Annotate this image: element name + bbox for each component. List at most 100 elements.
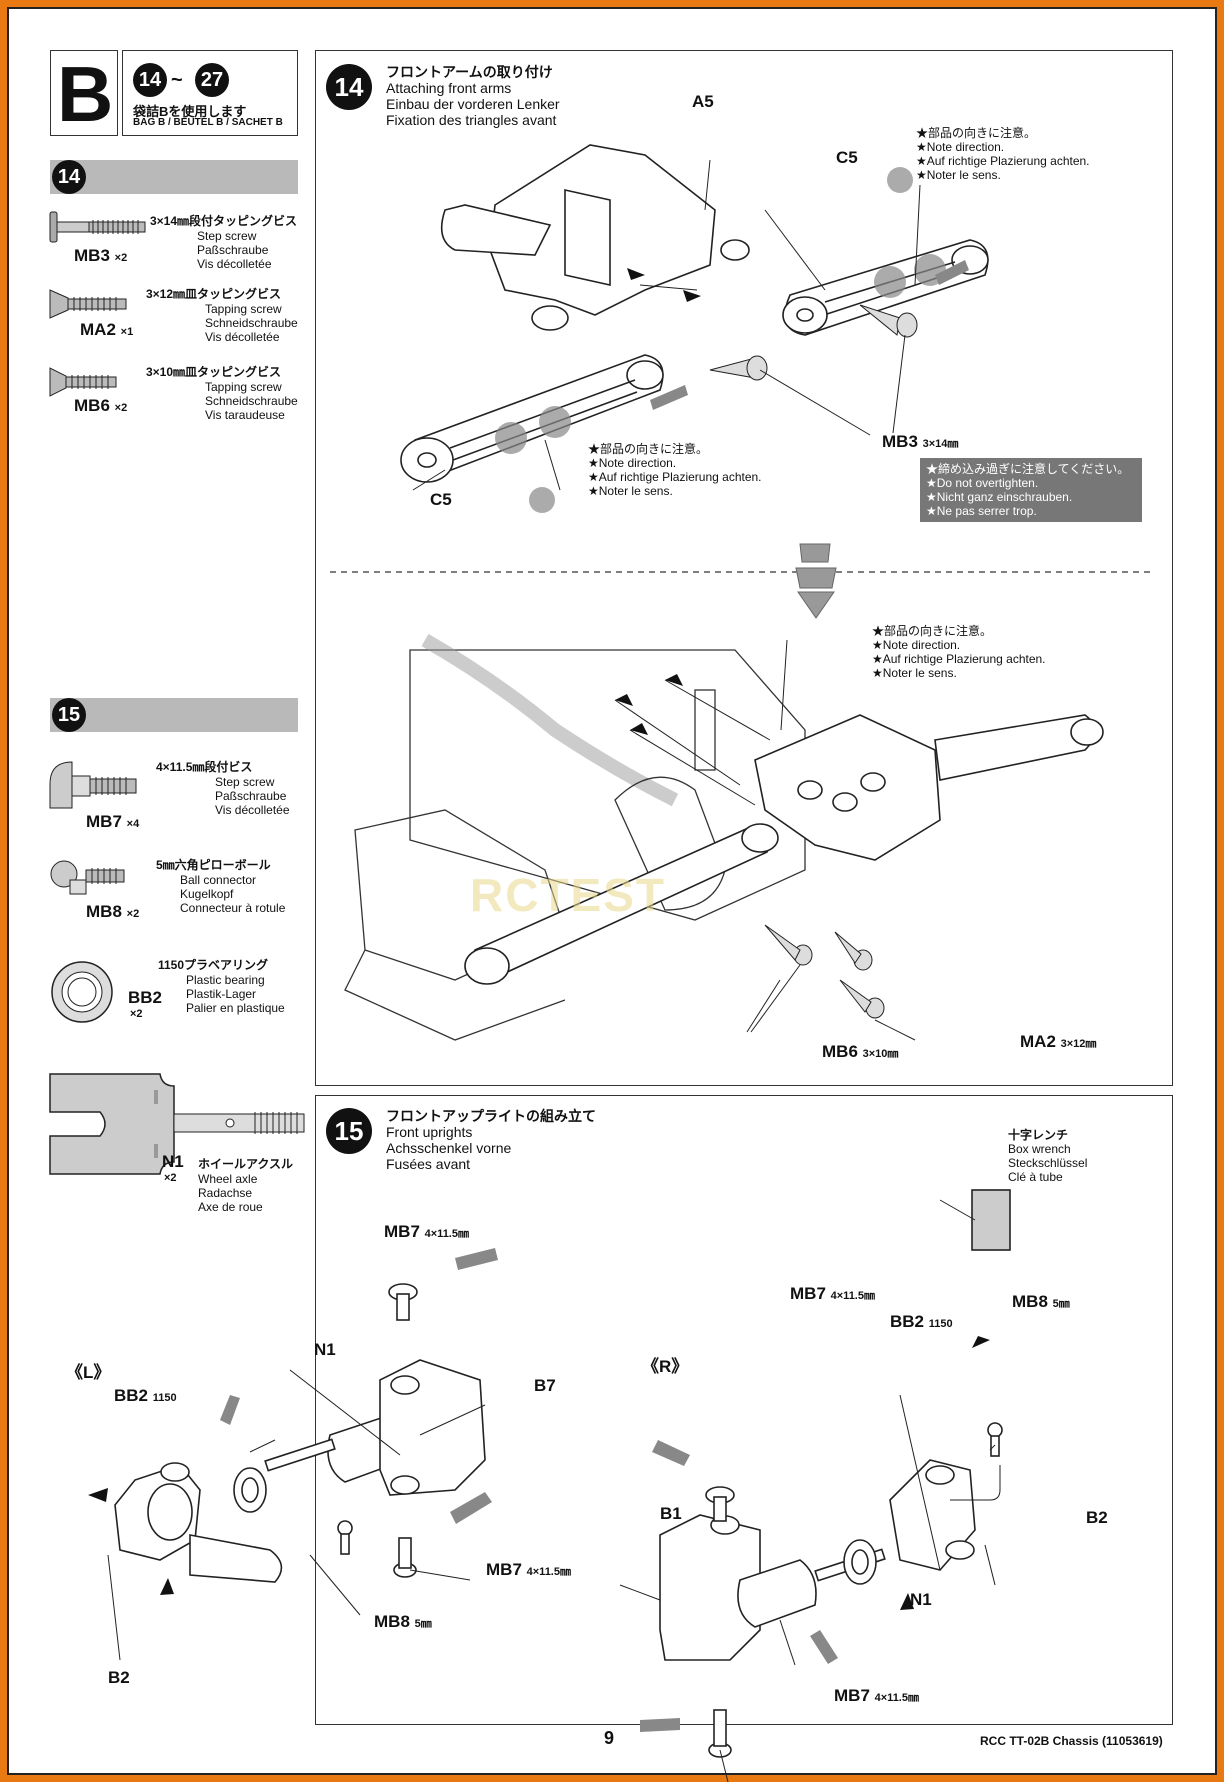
- mb6-name-de: Schneidschraube: [205, 394, 298, 408]
- bb2-name-en: Plastic bearing: [186, 973, 265, 987]
- step-range-sep: ~: [171, 69, 183, 91]
- bag-use-jp: 袋詰Bを使用します: [133, 104, 247, 119]
- page-number: 9: [604, 1728, 615, 1748]
- label-b1: B1: [660, 1504, 682, 1523]
- mb7-name-en: Step screw: [215, 775, 275, 789]
- ma2-name-fr: Vis décolletée: [205, 330, 280, 344]
- mb7-name-jp: 4×11.5㎜段付ビス: [156, 760, 253, 774]
- note-direction-2: ★部品の向きに注意。★Note direction.★Auf richtige …: [588, 442, 762, 498]
- ma2-screw-icon: [49, 289, 127, 319]
- label-mb7-bottom-right: MB7 4×11.5㎜: [834, 1686, 919, 1705]
- label-a5: A5: [692, 92, 714, 111]
- mb8-name-en: Ball connector: [180, 873, 257, 887]
- step15-title-de: Achsschenkel vorne: [386, 1140, 512, 1156]
- label-mb3: MB3 3×14㎜: [882, 432, 959, 451]
- n1-qty: ×2: [164, 1172, 177, 1184]
- step15-upright-drawing: [88, 1189, 1011, 1782]
- mb7-screw-icon: [49, 761, 137, 809]
- label-bb2-right: BB2 1150: [890, 1312, 953, 1331]
- mb3-screw-icon: [49, 211, 146, 243]
- label-ma2: MA2 3×12㎜: [1020, 1032, 1097, 1051]
- ma2-name-en: Tapping screw: [205, 302, 282, 316]
- bag-letter: B: [57, 50, 114, 138]
- ma2-code: MA2 ×1: [80, 320, 134, 339]
- bb2-name-fr: Palier en plastique: [186, 1001, 285, 1015]
- note-direction-1: ★部品の向きに注意。★Note direction.★Auf richtige …: [916, 126, 1090, 182]
- step14-badge: 14: [326, 64, 372, 110]
- step14-parts-bar: [50, 160, 298, 194]
- bag-use-multi: BAG B / BEUTEL B / SACHET B: [133, 117, 283, 128]
- mb8-code: MB8 ×2: [86, 902, 140, 921]
- mb3-name-jp: 3×14㎜段付タッピングビス: [150, 214, 298, 228]
- label-n1-left: N1: [314, 1340, 336, 1359]
- mb3-name-en: Step screw: [197, 229, 257, 243]
- mb8-name-fr: Connecteur à rotule: [180, 901, 286, 915]
- bb2-code: BB2: [128, 988, 163, 1007]
- mb3-name-de: Paßschraube: [197, 243, 269, 257]
- n1-name-de: Radachse: [198, 1186, 253, 1200]
- step14-title-fr: Fixation des triangles avant: [386, 112, 557, 128]
- bag-letter-box: B: [50, 50, 118, 138]
- step15-parts-bar: [50, 698, 298, 732]
- mb6-name-en: Tapping screw: [205, 380, 282, 394]
- mb7-code: MB7 ×4: [86, 812, 140, 831]
- bag-info-box: 14 ~ 27 袋詰Bを使用します BAG B / BEUTEL B / SAC…: [122, 50, 298, 136]
- n1-name-jp: ホイールアクスル: [198, 1157, 294, 1171]
- step14-front-arm-drawing: [400, 144, 989, 513]
- mb6-name-fr: Vis taraudeuse: [205, 408, 285, 422]
- mb8-name-jp: 5㎜六角ピローボール: [156, 858, 271, 872]
- step14-chassis-drawing: [344, 633, 1104, 1041]
- mb7-name-fr: Vis décolletée: [215, 803, 290, 817]
- step14-separator: [330, 543, 1150, 619]
- page-inner-border: [7, 7, 1217, 1775]
- n1-code: N1: [162, 1152, 184, 1171]
- bb2-name-jp: 1150プラベアリング: [158, 958, 269, 972]
- n1-name-en: Wheel axle: [198, 1172, 258, 1186]
- n1-name-fr: Axe de roue: [198, 1200, 263, 1214]
- mb7-name-de: Paßschraube: [215, 789, 287, 803]
- mb6-code: MB6 ×2: [74, 396, 128, 415]
- step15-title-en: Front uprights: [386, 1124, 473, 1140]
- warning-overtighten: ★締め込み過ぎに注意してください。★Do not overtighten.★Ni…: [920, 458, 1142, 522]
- n1-wheel-axle-icon: [49, 1073, 305, 1175]
- label-left-side: 《L》: [66, 1363, 111, 1382]
- note-direction-3: ★部品の向きに注意。★Note direction.★Auf richtige …: [872, 624, 1046, 680]
- step14-title-jp: フロントアームの取り付け: [386, 64, 553, 80]
- step14-parts-badge: 14: [52, 160, 86, 194]
- watermark-logo: RCTEST: [470, 869, 666, 921]
- bb2-name-de: Plastik-Lager: [186, 987, 257, 1001]
- step14-title-de: Einbau der vorderen Lenker: [386, 96, 560, 112]
- label-mb8-right: MB8 5㎜: [1012, 1292, 1070, 1311]
- label-right-side: 《R》: [642, 1357, 689, 1376]
- label-mb7-top-left: MB7 4×11.5㎜: [384, 1222, 469, 1241]
- mb3-code: MB3 ×2: [74, 246, 128, 265]
- label-mb6: MB6 3×10㎜: [822, 1042, 899, 1061]
- step-range-start: 14: [133, 63, 167, 97]
- label-b2-right: B2: [1086, 1508, 1108, 1527]
- footer-model: RCC TT-02B Chassis (11053619): [980, 1734, 1163, 1748]
- label-n1-right: N1: [910, 1590, 932, 1609]
- mb6-screw-icon: [49, 367, 117, 397]
- label-b7: B7: [534, 1376, 556, 1395]
- step-range-end: 27: [195, 63, 229, 97]
- step15-parts-badge: 15: [52, 698, 86, 732]
- bb2-qty: ×2: [130, 1008, 143, 1020]
- label-b2-left: B2: [108, 1668, 130, 1687]
- step15-title-fr: Fusées avant: [386, 1156, 471, 1172]
- ma2-name-de: Schneidschraube: [205, 316, 298, 330]
- mb8-name-de: Kugelkopf: [180, 887, 234, 901]
- label-bb2-left: BB2 1150: [114, 1386, 177, 1405]
- step15-title-jp: フロントアップライトの組み立て: [386, 1108, 596, 1124]
- mb8-ball-connector-icon: [50, 860, 125, 895]
- label-c5-lower: C5: [430, 490, 452, 509]
- mb6-name-jp: 3×10㎜皿タッピングビス: [146, 365, 282, 379]
- ma2-name-jp: 3×12㎜皿タッピングビス: [146, 287, 282, 301]
- bb2-bearing-icon: [51, 961, 113, 1023]
- step15-badge: 15: [326, 1108, 372, 1154]
- label-mb7-top-right: MB7 4×11.5㎜: [790, 1284, 875, 1303]
- label-mb8-left: MB8 5㎜: [374, 1612, 432, 1631]
- step14-title-en: Attaching front arms: [386, 80, 512, 96]
- label-mb7-bottom-left: MB7 4×11.5㎜: [486, 1560, 571, 1579]
